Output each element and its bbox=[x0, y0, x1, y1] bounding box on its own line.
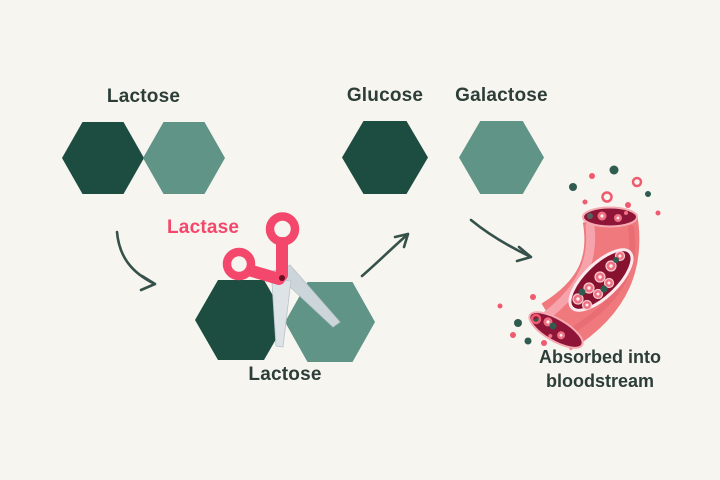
nutrient-dots-bottom bbox=[497, 294, 557, 346]
lactose-glucose-unit-hexagon bbox=[62, 122, 144, 194]
curved-arrow-down-icon bbox=[115, 230, 157, 292]
lactose-label-top: Lactose bbox=[106, 86, 181, 107]
absorption-caption-line2: bloodstream bbox=[545, 371, 655, 391]
absorption-caption-line1: Absorbed into bbox=[539, 347, 661, 367]
galactose-label: Galactose bbox=[455, 85, 548, 106]
scissors-icon bbox=[222, 212, 341, 348]
lactose-middle-glucose-unit-hexagon bbox=[195, 280, 287, 360]
glucose-hexagon bbox=[342, 121, 428, 194]
lactase-label: Lactase bbox=[167, 217, 240, 238]
lactose-galactose-unit-hexagon bbox=[143, 122, 225, 194]
nutrient-dots-top bbox=[569, 165, 661, 216]
blood-vessel-illustration bbox=[497, 165, 661, 351]
absorption-caption: Absorbed into bloodstream bbox=[504, 345, 696, 393]
vessel-top-opening bbox=[582, 206, 638, 228]
vessel-bottom-opening bbox=[528, 311, 584, 349]
vessel-window bbox=[568, 248, 634, 312]
curved-arrow-up-icon bbox=[360, 232, 410, 278]
lactose-label-middle: Lactose bbox=[248, 364, 322, 385]
glucose-label: Glucose bbox=[346, 85, 424, 106]
